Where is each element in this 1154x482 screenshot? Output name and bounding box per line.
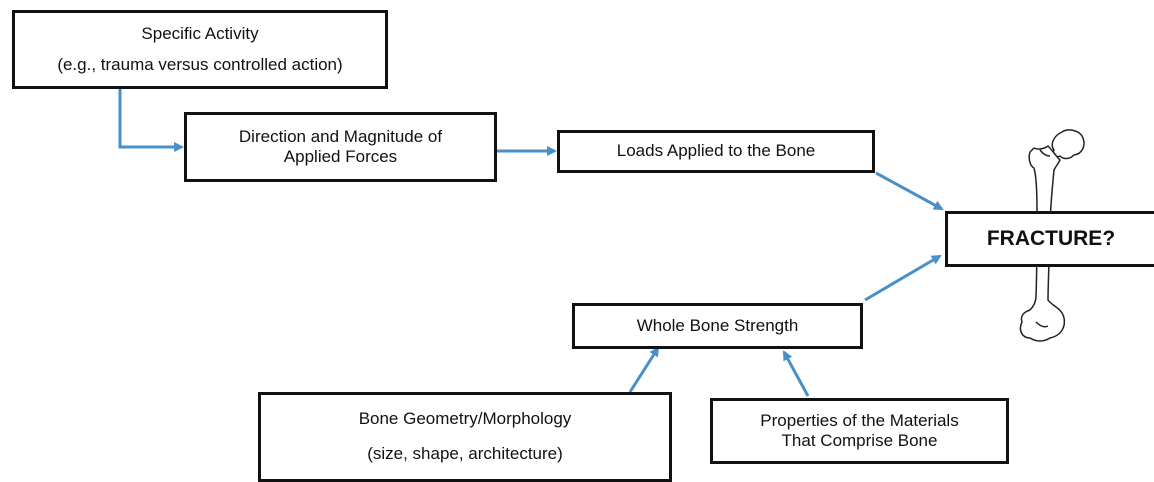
arrow-strength-to-fracture: [864, 254, 942, 302]
box-whole-bone-strength: Whole Bone Strength: [572, 303, 863, 349]
box-specific-activity: Specific Activity (e.g., trauma versus c…: [12, 10, 388, 89]
box-specific-activity-subtitle: (e.g., trauma versus controlled action): [57, 54, 343, 74]
box-bone-geometry-subtitle: (size, shape, architecture): [367, 444, 563, 464]
box-loads-applied: Loads Applied to the Bone: [557, 130, 875, 173]
box-material-properties: Properties of the Materials That Compris…: [710, 398, 1009, 464]
arrow-geometry-to-strength: [628, 346, 660, 393]
box-loads-applied-label: Loads Applied to the Bone: [616, 141, 816, 161]
box-applied-forces-line1: Direction and Magnitude of: [238, 126, 443, 146]
arrow-activity-to-forces: [118, 89, 184, 152]
box-material-properties-line2: That Comprise Bone: [781, 431, 938, 450]
box-applied-forces: Direction and Magnitude of Applied Force…: [184, 112, 497, 182]
box-material-properties-line1: Properties of the Materials: [760, 410, 959, 430]
arrow-loads-to-fracture: [875, 171, 944, 211]
box-bone-geometry-title: Bone Geometry/Morphology: [358, 409, 572, 429]
box-fracture-label: FRACTURE?: [986, 227, 1116, 251]
box-whole-bone-strength-label: Whole Bone Strength: [636, 315, 799, 335]
box-specific-activity-title: Specific Activity: [141, 23, 259, 43]
arrow-materials-to-strength: [782, 350, 810, 397]
box-applied-forces-line2: Applied Forces: [283, 147, 398, 166]
box-fracture: FRACTURE?: [945, 211, 1154, 267]
box-bone-geometry: Bone Geometry/Morphology (size, shape, a…: [258, 392, 672, 482]
